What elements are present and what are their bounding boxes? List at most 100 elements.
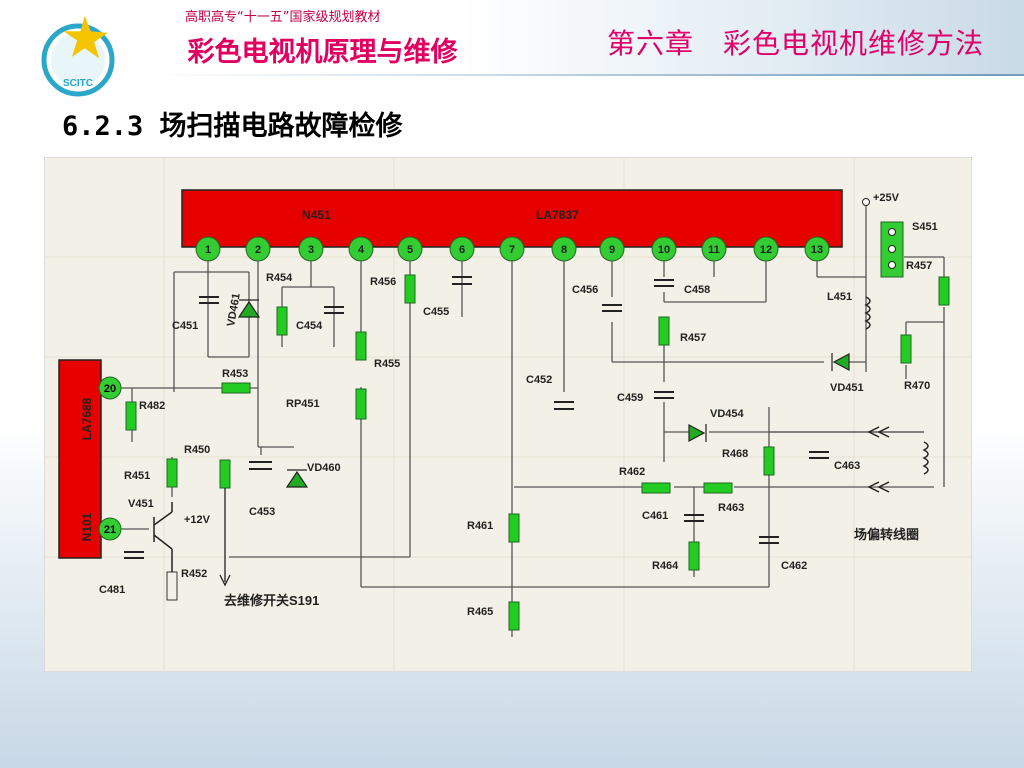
diode-vd461-icon <box>237 300 261 318</box>
diode-vd460-icon <box>285 470 309 488</box>
service-switch-arrow-icon <box>219 488 231 587</box>
svg-text:10: 10 <box>658 244 670 256</box>
resistor-r451 <box>166 458 178 488</box>
deflection-coil-icon <box>922 441 929 475</box>
svg-text:8: 8 <box>561 244 567 256</box>
label-r470: R470 <box>904 380 930 392</box>
resistor-r450 <box>219 459 231 489</box>
svg-text:20: 20 <box>104 383 116 395</box>
label-r461: R461 <box>467 520 493 532</box>
resistor-r454 <box>276 306 288 336</box>
svg-text:9: 9 <box>609 244 615 256</box>
inductor-l451-icon <box>864 296 871 330</box>
label-r462: R462 <box>619 466 645 478</box>
svg-text:3: 3 <box>308 244 314 256</box>
label-vd460: VD460 <box>307 462 341 474</box>
label-c451: C451 <box>172 320 198 332</box>
supply-terminal <box>862 198 870 206</box>
label-r457: R457 <box>680 332 706 344</box>
diode-vd451-icon <box>832 353 850 371</box>
svg-text:1: 1 <box>205 244 211 256</box>
svg-text:2: 2 <box>255 244 261 256</box>
svg-text:12: 12 <box>760 244 772 256</box>
series-label: 高职高专“十一五”国家级规划教材 <box>185 10 381 25</box>
resistor-r465 <box>508 601 520 631</box>
label-v451: V451 <box>128 498 154 510</box>
resistor-r470 <box>900 334 912 364</box>
resistor-rp451 <box>355 388 367 420</box>
capacitors <box>124 276 829 559</box>
label-r450: R450 <box>184 444 210 456</box>
deflection-arrows-icon <box>867 426 890 493</box>
label-vd451: VD451 <box>830 382 864 394</box>
label-r454: R454 <box>266 272 293 284</box>
ic-la7837-part: LA7837 <box>536 208 579 222</box>
ic-la7688-body <box>58 359 102 559</box>
svg-text:5: 5 <box>407 244 413 256</box>
label-c462: C462 <box>781 560 807 572</box>
ic-la7688-part: LA7688 <box>80 397 94 440</box>
label-r451: R451 <box>124 470 150 482</box>
label-c461: C461 <box>642 510 668 522</box>
label-c463: C463 <box>834 460 860 472</box>
label-c456: C456 <box>572 284 598 296</box>
logo-text: SCITC <box>63 78 93 89</box>
resistor-r457b <box>938 276 950 306</box>
label-12v: +12V <box>184 514 211 526</box>
label-r457b: R457 <box>906 260 932 272</box>
label-c454: C454 <box>296 320 323 332</box>
resistor-r482 <box>125 401 137 431</box>
svg-text:4: 4 <box>358 244 365 256</box>
svg-text:21: 21 <box>104 524 116 536</box>
label-deflection-coil: 场偏转线圈 <box>854 527 919 542</box>
label-r468: R468 <box>722 448 748 460</box>
header-band <box>0 0 1024 76</box>
label-supply: +25V <box>873 192 900 204</box>
transistor-v451-icon <box>153 502 173 572</box>
label-r452: R452 <box>181 568 207 580</box>
label-r463: R463 <box>718 502 744 514</box>
label-service-switch: 去维修开关S191 <box>224 593 319 608</box>
section-title: 6.2.3 场扫描电路故障检修 <box>62 111 403 142</box>
diodes <box>237 299 850 488</box>
resistor-r453 <box>221 382 251 394</box>
label-c452: C452 <box>526 374 552 386</box>
svg-text:13: 13 <box>811 244 823 256</box>
label-r464: R464 <box>652 560 679 572</box>
resistor-r463 <box>703 482 733 494</box>
label-l451: L451 <box>827 291 852 303</box>
sciitc-logo: SCITC <box>41 15 115 97</box>
ic-la7688-ref: N101 <box>80 512 94 541</box>
label-c453: C453 <box>249 506 275 518</box>
svg-text:11: 11 <box>708 244 720 256</box>
label-vd454: VD454 <box>710 408 745 420</box>
vertical-scan-circuit-diagram: N451 LA7837 1 2 3 4 5 6 7 8 9 10 11 12 1… <box>44 157 972 672</box>
resistor-r462 <box>641 482 671 494</box>
label-c458: C458 <box>684 284 710 296</box>
resistor-r456 <box>404 274 416 304</box>
label-r455: R455 <box>374 358 400 370</box>
label-rp451: RP451 <box>286 398 320 410</box>
label-c459: C459 <box>617 392 643 404</box>
label-r456: R456 <box>370 276 396 288</box>
chapter-title: 第六章 彩色电视机维修方法 <box>606 27 984 60</box>
resistor-r464 <box>688 541 700 571</box>
resistor-r468 <box>763 446 775 476</box>
resistors <box>125 274 950 631</box>
resistor-r455 <box>355 331 367 361</box>
label-r465: R465 <box>467 606 493 618</box>
svg-text:7: 7 <box>509 244 515 256</box>
label-r453: R453 <box>222 368 248 380</box>
ic-la7837-ref: N451 <box>302 208 331 222</box>
book-title: 彩色电视机原理与维修 <box>187 37 458 68</box>
resistor-r457 <box>658 316 670 346</box>
label-r482: R482 <box>139 400 165 412</box>
diode-vd454-icon <box>688 424 706 442</box>
label-vd461: VD461 <box>225 292 243 327</box>
resistor-r461 <box>508 513 520 543</box>
circuit-wires <box>121 202 945 637</box>
svg-text:6: 6 <box>459 244 465 256</box>
label-c481: C481 <box>99 584 125 596</box>
label-c455: C455 <box>423 306 449 318</box>
header-divider <box>150 74 1024 76</box>
